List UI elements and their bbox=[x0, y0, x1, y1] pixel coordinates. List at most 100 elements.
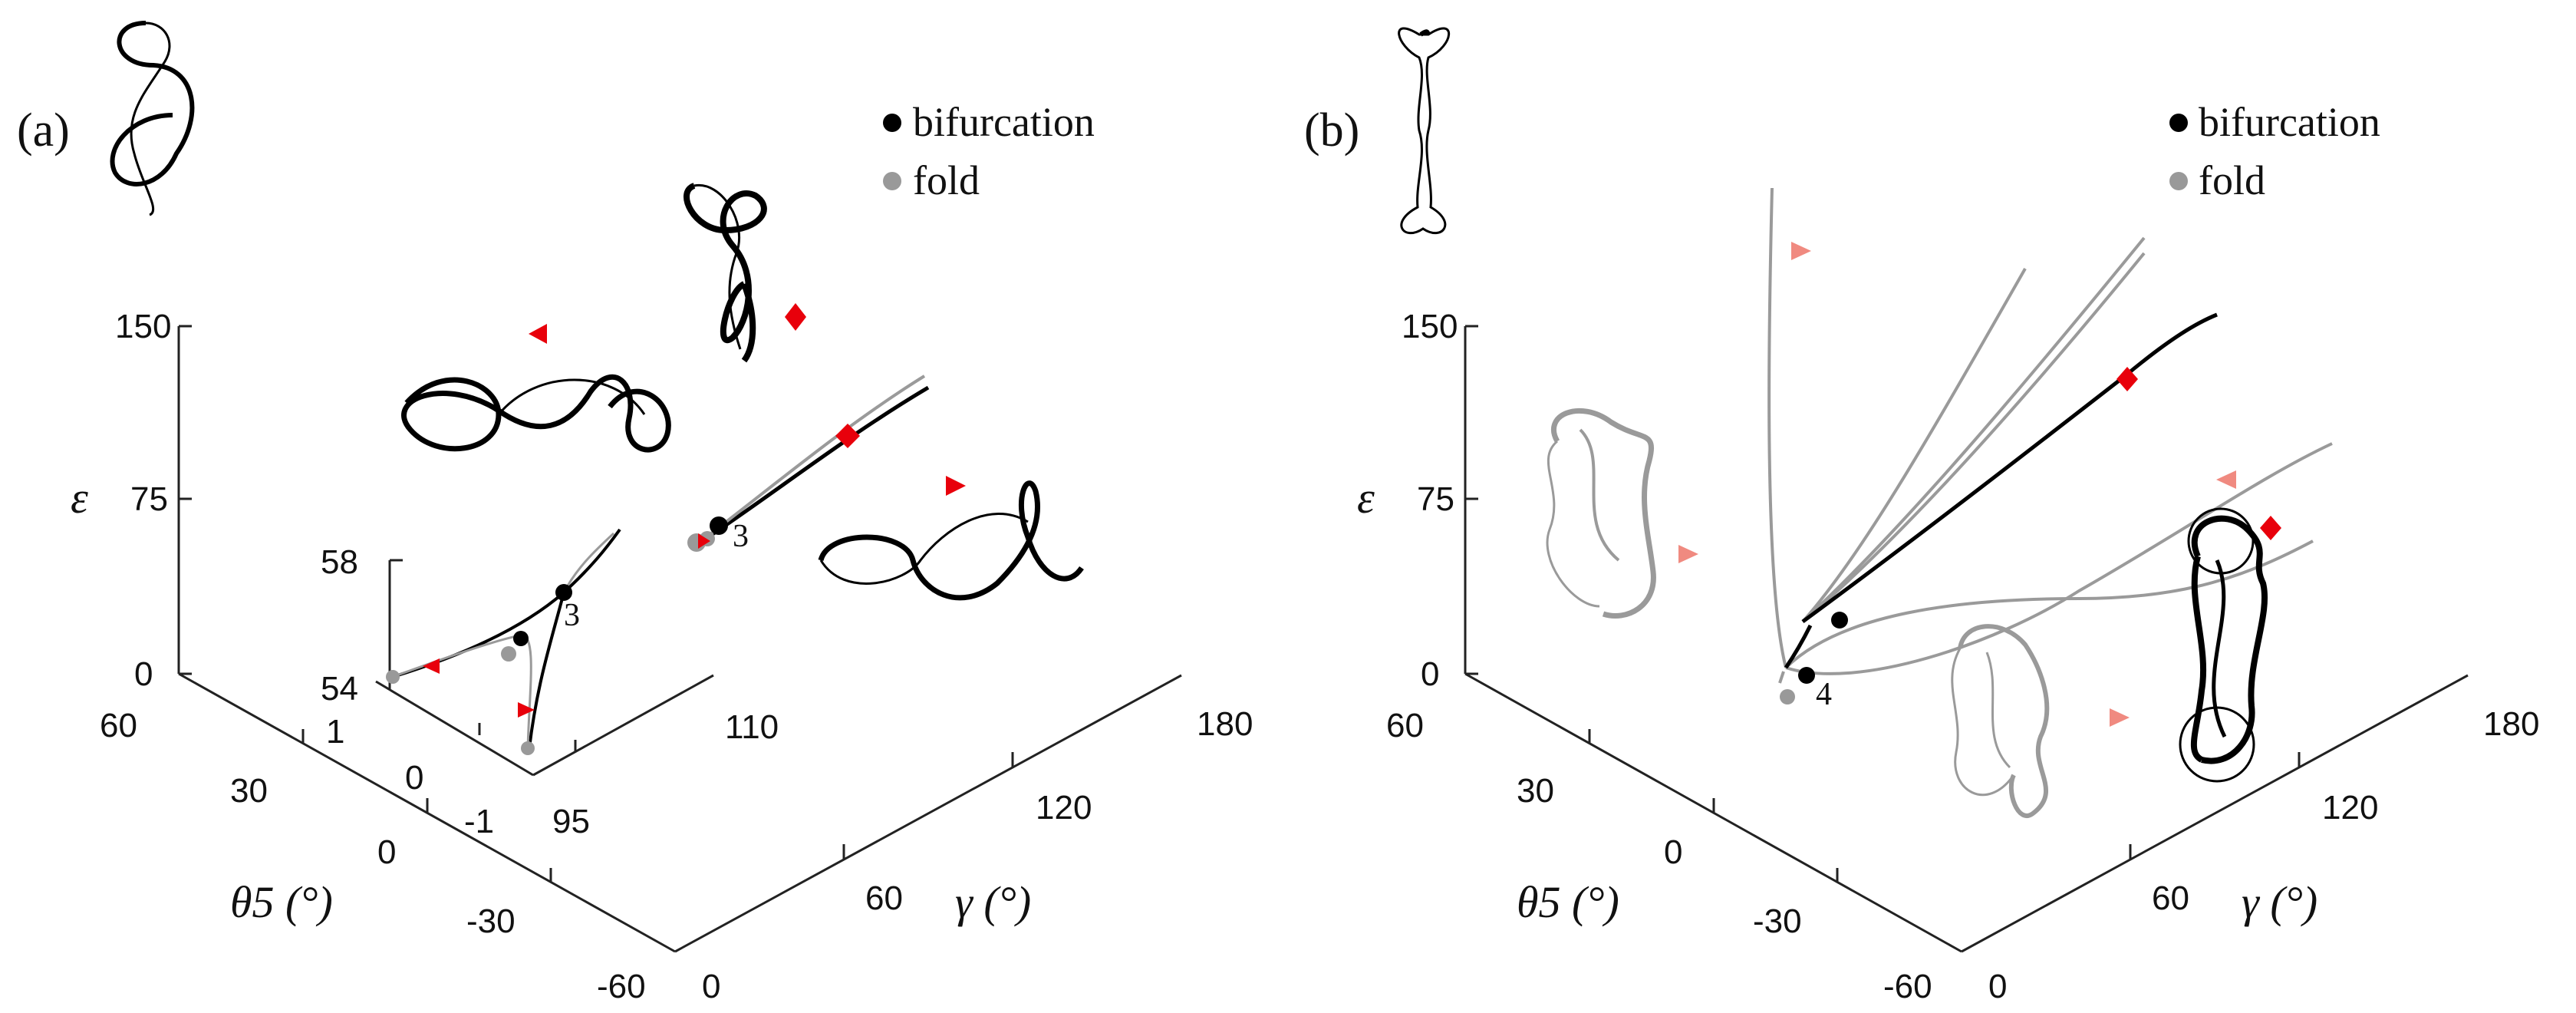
rod-shape-grey-lower bbox=[1951, 624, 2050, 818]
inset-fold-point bbox=[386, 670, 400, 684]
branch-black-main bbox=[693, 385, 930, 549]
legend-fold-label: fold bbox=[2199, 157, 2265, 203]
inset-branch-label-3: 3 bbox=[564, 598, 580, 633]
fold-point bbox=[1780, 689, 1795, 704]
panel-a-legend: bifurcation fold bbox=[883, 99, 1095, 203]
panel-b-axes bbox=[1464, 325, 2469, 953]
branch-label-3: 3 bbox=[733, 519, 749, 554]
panel-a-axes bbox=[177, 325, 1182, 953]
x-tick-180: 180 bbox=[1197, 705, 1253, 743]
y-axis-label: θ5 (°) bbox=[1517, 877, 1619, 927]
y-tick-30: 30 bbox=[230, 772, 268, 810]
rod-shape-right-triangle-branch bbox=[818, 480, 1084, 601]
fold-branch-3 bbox=[1801, 236, 2146, 623]
salmon-right-triangle-marker bbox=[1791, 242, 1811, 260]
panel-a-label: (a) bbox=[17, 104, 70, 157]
panel-b-shape-thumbnail bbox=[1398, 27, 1451, 234]
inset-y-tick-1: 1 bbox=[326, 713, 344, 751]
panel-b: (b) bifurcation fold 150 75 0 ε 60 30 0 bbox=[1304, 27, 2539, 1005]
panel-a-shape-thumbnail bbox=[110, 21, 195, 216]
z-tick-150: 150 bbox=[1402, 308, 1458, 345]
fold-branch-lower bbox=[1785, 442, 2333, 675]
x-tick-0: 0 bbox=[702, 968, 720, 1005]
bifurcation-point bbox=[1798, 667, 1815, 684]
legend-bifurcation-label: bifurcation bbox=[913, 99, 1095, 145]
x-axis-label: γ (°) bbox=[2242, 877, 2317, 927]
x-axis-line bbox=[674, 674, 1182, 953]
panel-b-rod-shapes bbox=[1546, 408, 2268, 818]
x-tick-60: 60 bbox=[2152, 879, 2189, 917]
panel-b-legend: bifurcation fold bbox=[2169, 99, 2380, 203]
red-right-triangle-marker bbox=[698, 533, 710, 549]
z-axis-label: ε bbox=[71, 473, 88, 523]
x-tick-60: 60 bbox=[865, 879, 903, 917]
inset-y-tick-0: 0 bbox=[405, 759, 423, 797]
z-tick-75: 75 bbox=[1417, 480, 1454, 518]
salmon-left-triangle-marker bbox=[2216, 470, 2236, 489]
y-tick-0: 0 bbox=[377, 833, 396, 871]
legend-fold-marker bbox=[2169, 172, 2188, 190]
inset-red-right-triangle bbox=[518, 702, 535, 718]
panel-a: (a) bifurcation fold 150 75 0 bbox=[17, 21, 1253, 1005]
inset-bifurcation-point bbox=[555, 584, 572, 601]
x-axis-label: γ (°) bbox=[955, 877, 1031, 927]
z-tick-0: 0 bbox=[1421, 655, 1439, 693]
x-tick-120: 120 bbox=[2322, 789, 2378, 827]
branch-label-4: 4 bbox=[1816, 677, 1832, 712]
panel-b-label: (b) bbox=[1304, 104, 1359, 157]
branch-grey-main bbox=[693, 375, 926, 548]
y-axis-label: θ5 (°) bbox=[230, 877, 333, 927]
fold-branch-1 bbox=[1801, 268, 2027, 623]
bifurcation-point bbox=[710, 516, 728, 535]
red-diamond-marker bbox=[2260, 516, 2281, 540]
panel-a-branches bbox=[687, 375, 930, 552]
y-tick-60: 60 bbox=[1386, 707, 1424, 744]
rod-shape-black bbox=[2179, 507, 2268, 783]
red-diamond-marker bbox=[835, 424, 860, 448]
red-left-triangle-marker bbox=[529, 324, 547, 344]
red-right-triangle-marker bbox=[946, 476, 966, 496]
y-tick-30: 30 bbox=[1517, 772, 1554, 810]
z-tick-150: 150 bbox=[115, 308, 171, 345]
inset-red-left-triangle bbox=[423, 658, 440, 674]
inset-z-tick-58: 58 bbox=[321, 543, 358, 581]
x-tick-120: 120 bbox=[1036, 789, 1092, 827]
inset-x-tick-95: 95 bbox=[552, 803, 590, 840]
y-tick-neg30: -30 bbox=[1753, 902, 1802, 940]
y-tick-neg60: -60 bbox=[597, 968, 646, 1005]
salmon-right-triangle-marker bbox=[2110, 708, 2130, 727]
red-diamond-marker bbox=[785, 303, 806, 331]
x-tick-0: 0 bbox=[1988, 968, 2007, 1005]
rod-shape-diamond-branch bbox=[684, 183, 767, 363]
bifurcation-branch bbox=[1801, 312, 2218, 624]
inset-fold-point bbox=[501, 646, 516, 662]
rod-shape-left-triangle-branch bbox=[401, 374, 671, 453]
rod-shape-grey-upper bbox=[1546, 408, 1656, 619]
inset-fold-point bbox=[521, 741, 535, 755]
panel-a-inset: 58 54 1 0 -1 95 110 3 bbox=[321, 528, 779, 840]
panel-b-branches bbox=[1767, 187, 2333, 684]
y-tick-neg30: -30 bbox=[466, 902, 516, 940]
z-tick-75: 75 bbox=[130, 480, 168, 518]
inset-bifurcation-point bbox=[513, 631, 529, 646]
legend-bifurcation-marker bbox=[883, 114, 901, 132]
z-tick-0: 0 bbox=[134, 655, 153, 693]
y-tick-60: 60 bbox=[100, 707, 137, 744]
z-axis-label: ε bbox=[1357, 473, 1375, 523]
bifurcation-point bbox=[1831, 612, 1848, 629]
panel-a-rod-shapes bbox=[401, 183, 1084, 601]
inset-x-tick-110: 110 bbox=[725, 708, 779, 746]
inset-y-tick-neg1: -1 bbox=[464, 803, 494, 840]
red-diamond-marker bbox=[2116, 367, 2138, 391]
legend-bifurcation-marker bbox=[2169, 114, 2188, 132]
legend-fold-label: fold bbox=[913, 157, 980, 203]
y-tick-neg60: -60 bbox=[1883, 968, 1932, 1005]
legend-fold-marker bbox=[883, 172, 901, 190]
x-tick-180: 180 bbox=[2483, 705, 2539, 743]
y-tick-0: 0 bbox=[1664, 833, 1682, 871]
inset-z-tick-54: 54 bbox=[321, 670, 358, 708]
fold-branch-vertical bbox=[1767, 187, 1787, 668]
fold-branch-2 bbox=[1801, 252, 2146, 623]
legend-bifurcation-label: bifurcation bbox=[2199, 99, 2380, 145]
